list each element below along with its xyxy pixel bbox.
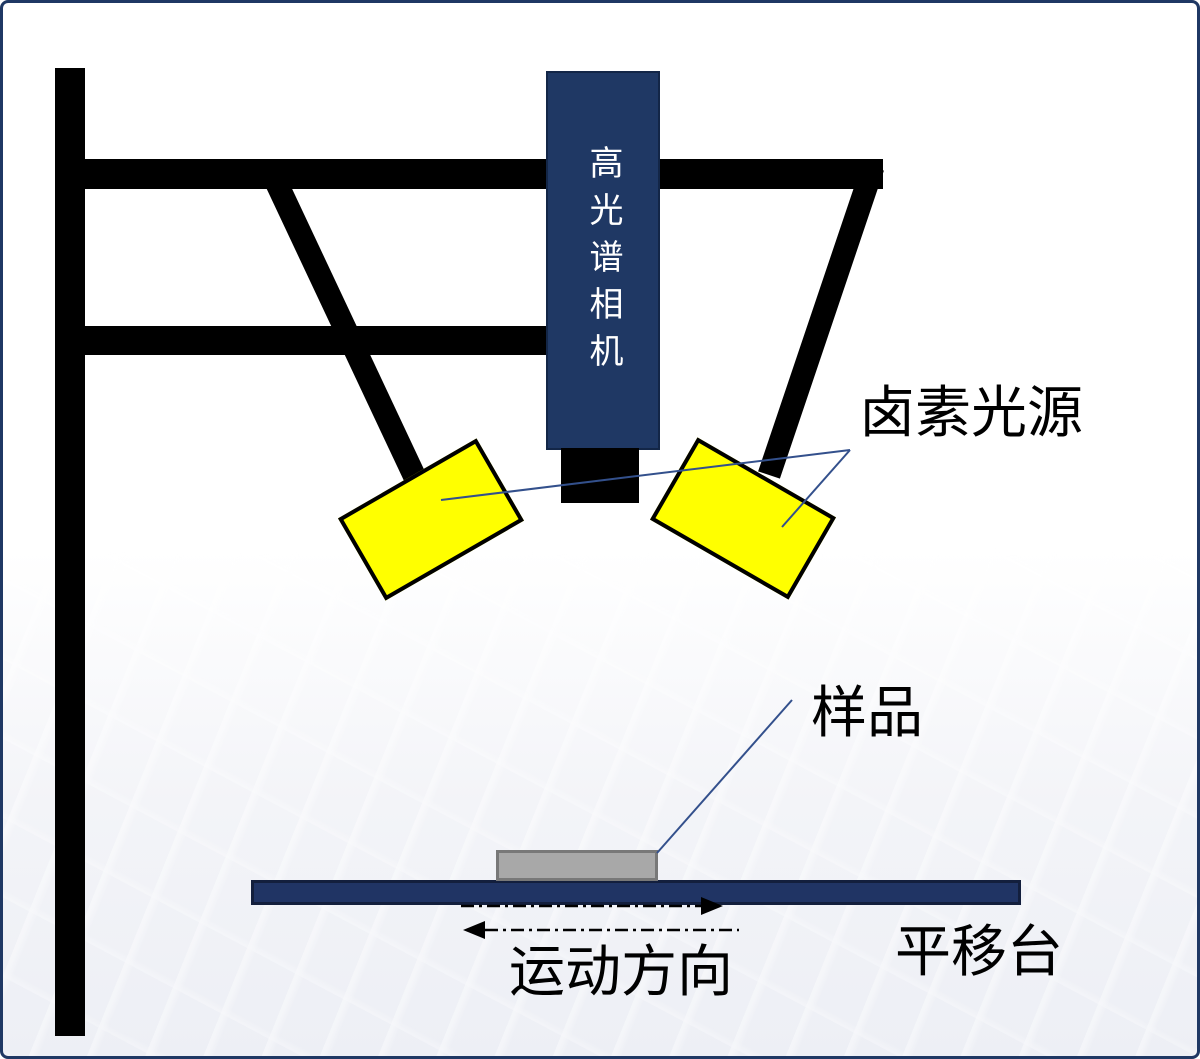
- motion-arrow-left-head: [463, 921, 485, 939]
- frame-middle-beam: [55, 326, 546, 355]
- halogen-light-left: [337, 438, 525, 601]
- motion-direction-label: 运动方向: [509, 940, 733, 1003]
- sample-block: [496, 850, 658, 881]
- camera-lens: [561, 448, 639, 503]
- halogen-light-label: 卤素光源: [859, 381, 1083, 444]
- frame-top-beam: [55, 159, 883, 189]
- hyperspectral-camera: 高光谱相机: [546, 71, 660, 450]
- stage-label: 平移台: [895, 920, 1063, 983]
- frame-right-strut: [758, 163, 884, 479]
- sample-leader-line: [656, 699, 793, 854]
- translation-stage-bar: [251, 880, 1021, 905]
- camera-label: 高光谱相机: [584, 145, 622, 380]
- frame-vertical-pole: [55, 68, 85, 1036]
- halogen-light-right: [649, 437, 837, 600]
- sample-label: 样品: [811, 681, 923, 744]
